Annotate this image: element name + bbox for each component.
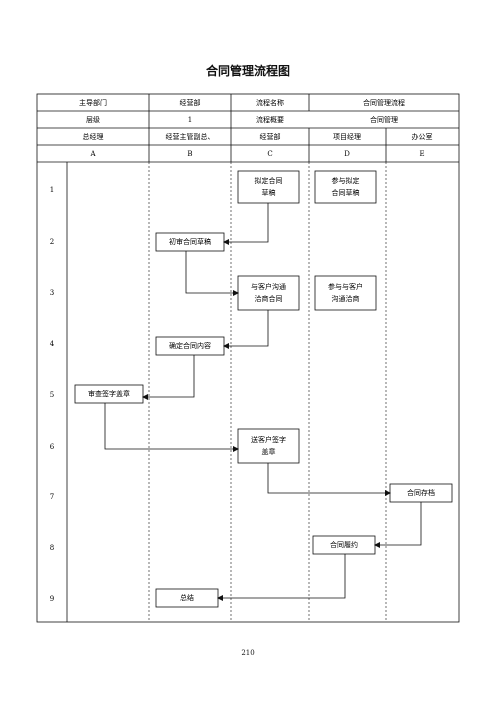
connector-negotiate-to-confirm <box>223 310 269 349</box>
column-b: B <box>187 150 192 158</box>
connector-review-to-negotiate <box>185 251 239 296</box>
step-draft-assist-label: 参与拟定 <box>332 176 360 185</box>
step-draft-label: 草稿 <box>262 188 276 197</box>
role-e: 办公室 <box>412 132 433 141</box>
step-negotiate-label: 与客户沟通 <box>251 282 286 291</box>
connector-draft-to-review <box>223 203 269 245</box>
level-label: 层级 <box>86 115 100 124</box>
step-negotiate-label: 洽商合同 <box>255 294 283 303</box>
row-number: 6 <box>50 443 55 451</box>
row-number: 1 <box>50 186 54 194</box>
connector-archive-to-perform <box>374 502 422 548</box>
step-draft-label: 拟定合同 <box>255 176 283 185</box>
table-grid <box>36 93 460 623</box>
process-name-label: 流程名称 <box>256 98 284 107</box>
connector-customer-to-archive <box>267 463 391 496</box>
step-draft-assist-label: 合同草稿 <box>332 188 360 197</box>
page-title: 合同管理流程图 <box>205 64 290 78</box>
step-negotiate-box <box>237 275 300 311</box>
row-number: 3 <box>50 289 54 297</box>
column-a: A <box>89 150 96 158</box>
step-customer-sign-label: 送客户签字 <box>251 435 286 444</box>
page-number: 210 <box>241 649 255 657</box>
connector-approve-to-customer <box>104 403 239 452</box>
step-archive-label: 合同存档 <box>407 488 435 497</box>
row-number: 7 <box>50 493 54 501</box>
step-draft-assist-box <box>314 170 377 204</box>
column-d: D <box>344 150 350 158</box>
step-negotiate-assist-box <box>314 275 377 311</box>
role-c: 经营部 <box>260 132 281 141</box>
row-number: 2 <box>50 238 54 246</box>
column-c: C <box>267 150 272 158</box>
role-a: 总经理 <box>83 132 104 141</box>
dept-label: 主导部门 <box>79 98 107 107</box>
step-first-review-label: 初审合同草稿 <box>169 237 211 246</box>
dept-value: 经营部 <box>180 98 201 107</box>
summary-value: 合同管理 <box>370 115 398 124</box>
column-e: E <box>419 150 424 158</box>
step-customer-sign-box <box>237 428 300 464</box>
row-number: 4 <box>50 340 55 348</box>
lane-dividers <box>148 162 387 622</box>
step-draft-box <box>237 170 300 204</box>
process-name-value: 合同管理流程 <box>363 98 405 107</box>
step-customer-sign-label: 盖章 <box>262 447 276 456</box>
role-d: 项目经理 <box>333 132 361 141</box>
step-approve-sign-label: 审查签字盖章 <box>88 389 130 398</box>
row-number: 9 <box>50 595 54 603</box>
step-perform-label: 合同履约 <box>330 540 358 549</box>
step-summary-label: 总结 <box>180 593 194 602</box>
connector-confirm-to-approve <box>142 355 195 400</box>
role-b: 经营主管副总、 <box>166 132 215 141</box>
summary-label: 流程概要 <box>256 115 284 124</box>
connector-perform-to-summary <box>217 554 346 601</box>
step-negotiate-assist-label: 参与与客户 <box>328 282 363 291</box>
row-number: 8 <box>50 544 54 552</box>
step-confirm-label: 确定合同内容 <box>169 341 211 350</box>
row-number: 5 <box>50 391 54 399</box>
step-negotiate-assist-label: 沟通洽商 <box>332 294 360 303</box>
level-value: 1 <box>188 116 192 124</box>
